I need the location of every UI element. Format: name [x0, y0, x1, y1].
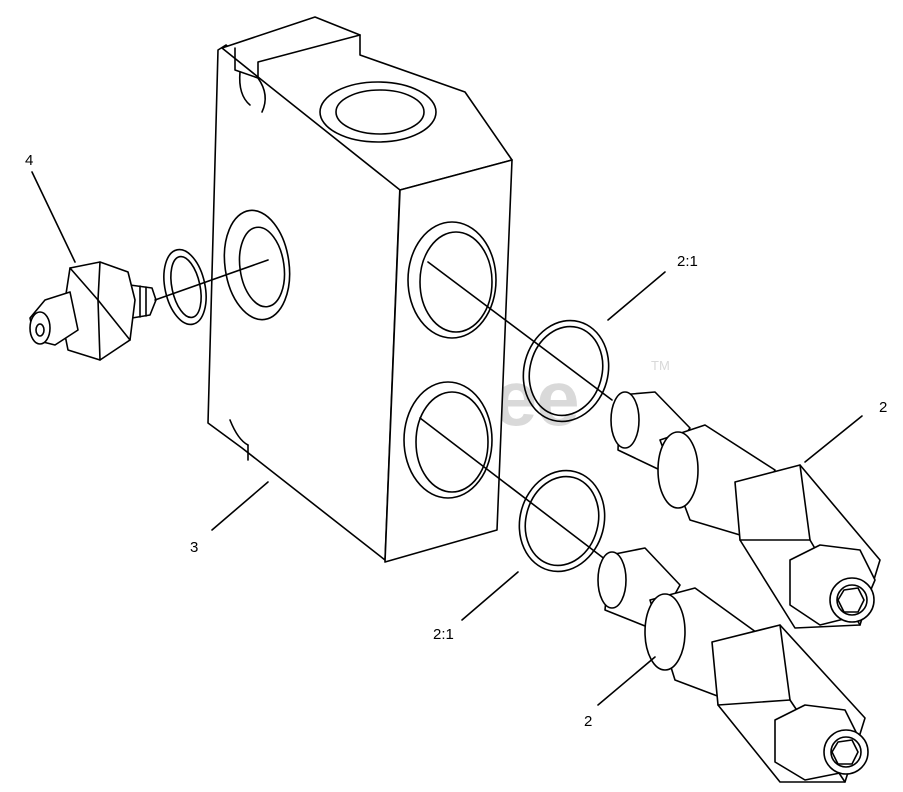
fitting-part-4	[29, 261, 157, 361]
leader-line-3	[211, 481, 269, 531]
o-ring-small	[163, 248, 207, 326]
callout-2-1-upper: 2:1	[677, 253, 698, 270]
axis-line-part-4	[154, 259, 269, 301]
callout-4: 4	[25, 152, 33, 169]
leader-line-2-lower	[597, 656, 656, 706]
valve-block	[207, 16, 513, 563]
watermark-trademark: TM	[651, 358, 670, 373]
leader-line-2-upper	[804, 415, 863, 463]
o-ring-upper	[522, 319, 610, 423]
o-ring-lower	[518, 469, 606, 573]
leader-line-2-1-upper	[607, 271, 666, 321]
callout-2-lower: 2	[584, 713, 592, 730]
leader-line-2-1-lower	[461, 571, 519, 621]
callout-2-1-lower: 2:1	[433, 626, 454, 643]
leader-line-4	[31, 171, 76, 263]
callout-2-upper: 2	[879, 399, 887, 416]
cartridge-valve-upper	[610, 391, 881, 629]
axis-line-upper	[427, 261, 613, 401]
callout-3: 3	[190, 539, 198, 556]
axis-line-lower	[419, 417, 607, 561]
cartridge-valve-lower	[597, 547, 869, 783]
